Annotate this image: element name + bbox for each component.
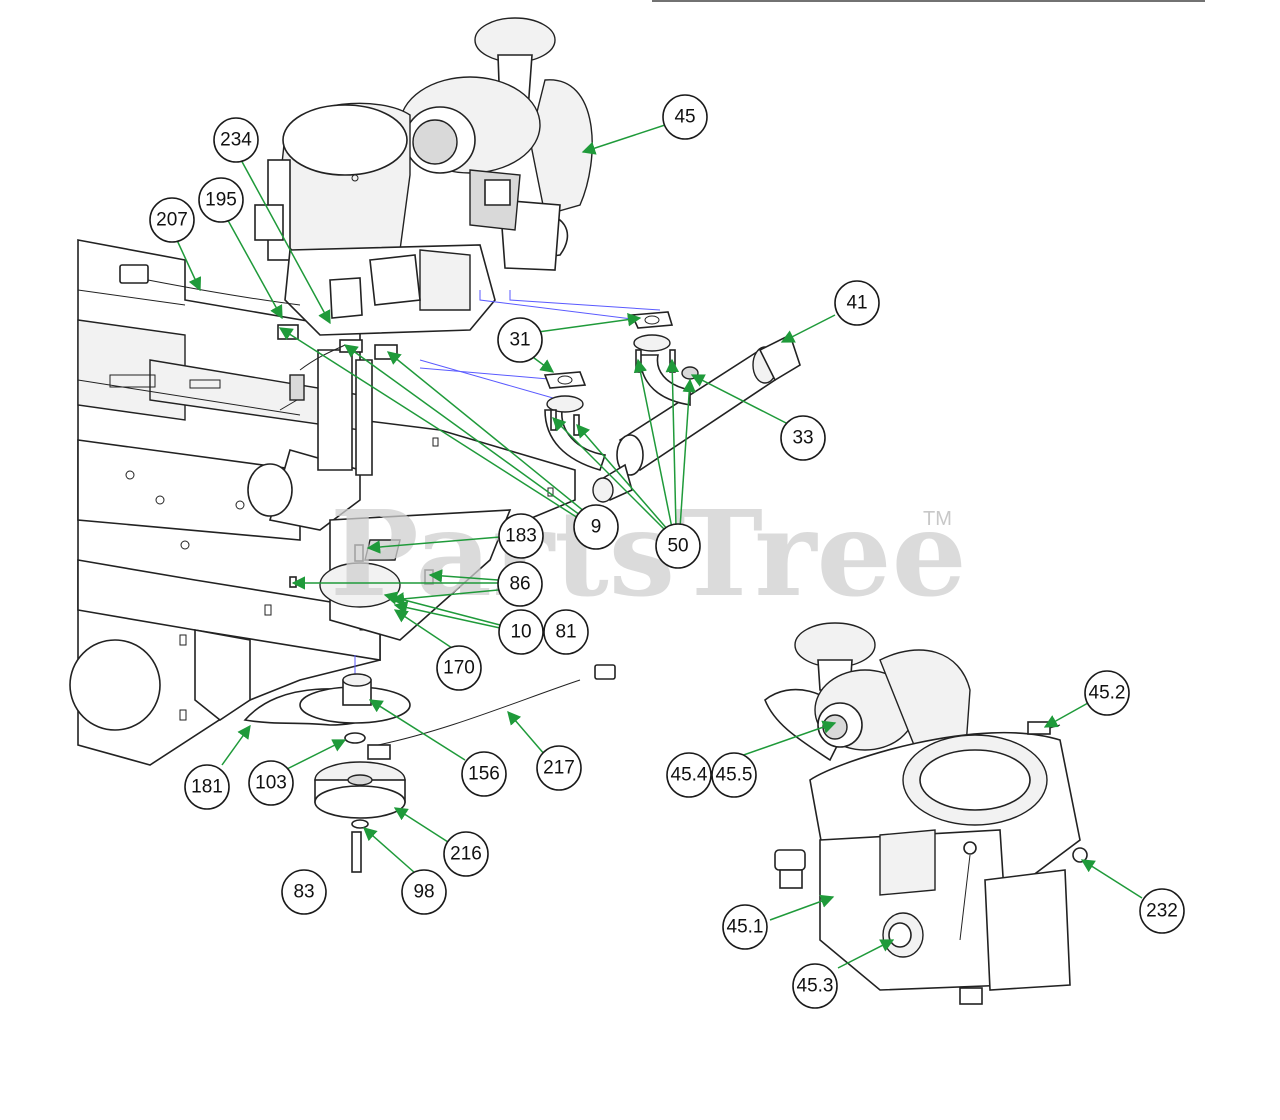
leader-86b	[428, 569, 499, 583]
callout-45-2: 45.2	[1084, 670, 1130, 716]
svg-text:216: 216	[450, 844, 482, 865]
svg-text:45.4: 45.4	[671, 765, 708, 786]
callout-195: 195	[198, 177, 244, 223]
leader-170	[393, 609, 456, 651]
svg-text:83: 83	[293, 882, 314, 903]
svg-text:232: 232	[1146, 901, 1178, 922]
svg-text:45.1: 45.1	[727, 917, 764, 938]
leader-10b	[393, 601, 501, 629]
callout-234: 234	[213, 117, 259, 163]
callout-216: 216	[443, 831, 489, 877]
leader-31a	[537, 312, 642, 333]
leader-195	[224, 214, 283, 320]
svg-text:45.3: 45.3	[797, 976, 834, 997]
leader-234	[239, 157, 331, 325]
leader-45-3	[837, 939, 895, 969]
svg-text:195: 195	[205, 190, 237, 211]
leader-183	[366, 536, 501, 554]
leader-50e	[679, 378, 696, 529]
callout-45-4: 45.4	[666, 752, 712, 798]
svg-text:10: 10	[510, 622, 531, 643]
callout-207: 207	[149, 197, 195, 243]
svg-text:234: 234	[220, 130, 252, 151]
engine-detail	[764, 622, 1088, 1005]
svg-text:86: 86	[509, 574, 530, 595]
svg-text:9: 9	[591, 517, 602, 538]
leader-9b	[343, 344, 581, 516]
svg-text:181: 181	[191, 777, 223, 798]
leader-98	[362, 827, 416, 874]
leader-216	[393, 807, 449, 843]
callout-232: 232	[1139, 888, 1185, 934]
pulley-clutch-stack	[243, 664, 616, 873]
svg-text:41: 41	[846, 293, 867, 314]
svg-text:45.5: 45.5	[716, 765, 753, 786]
leader-207	[175, 237, 202, 292]
callout-217: 217	[536, 745, 582, 791]
callout-9: 9	[573, 504, 619, 550]
svg-text:81: 81	[555, 622, 576, 643]
leader-156	[368, 699, 466, 761]
callouts: 45 234 195 207 41 31 33 9 50 183 86 10 8…	[149, 94, 1185, 1009]
alignment-lines	[354, 290, 661, 680]
svg-text:45.2: 45.2	[1089, 683, 1126, 704]
callout-98: 98	[401, 869, 447, 915]
leader-lines	[175, 124, 1143, 969]
callout-170: 170	[436, 645, 482, 691]
callout-181: 181	[184, 764, 230, 810]
throttle-cable	[119, 264, 346, 411]
callout-50: 50	[655, 523, 701, 569]
leader-50a	[552, 417, 666, 531]
leader-103	[284, 739, 347, 771]
callout-33: 33	[780, 415, 826, 461]
leader-9a	[278, 327, 579, 519]
svg-text:217: 217	[543, 758, 575, 779]
callout-83: 83	[281, 869, 327, 915]
leader-45	[581, 124, 666, 155]
leader-232	[1080, 859, 1143, 899]
callout-31: 31	[497, 317, 543, 363]
leader-81	[390, 589, 499, 606]
svg-text:156: 156	[468, 764, 500, 785]
watermark-trademark: TM	[923, 508, 952, 530]
chassis-frame	[69, 239, 576, 766]
watermark-text: PartsTree	[330, 484, 967, 623]
svg-text:207: 207	[156, 210, 188, 231]
svg-text:183: 183	[505, 526, 537, 547]
leader-50b	[576, 423, 669, 531]
callout-156: 156	[461, 751, 507, 797]
leader-181	[221, 724, 251, 766]
leader-50c	[633, 358, 673, 529]
callout-45-3: 45.3	[792, 963, 838, 1009]
callout-45: 45	[662, 94, 708, 140]
svg-text:31: 31	[509, 330, 530, 351]
leader-45-2	[1043, 702, 1089, 728]
callout-10: 10	[498, 609, 544, 655]
callout-45-5: 45.5	[711, 752, 757, 798]
leader-50d	[665, 358, 680, 529]
leader-41	[780, 314, 836, 343]
callout-41: 41	[834, 280, 880, 326]
leader-33	[690, 374, 791, 426]
svg-text:50: 50	[667, 536, 688, 557]
leader-9c	[386, 351, 586, 513]
callout-183: 183	[498, 513, 544, 559]
callout-103: 103	[248, 760, 294, 806]
svg-text:33: 33	[792, 428, 813, 449]
leader-45-1	[769, 894, 835, 921]
callout-81: 81	[543, 609, 589, 655]
leader-217	[507, 710, 546, 756]
svg-text:45: 45	[674, 107, 695, 128]
svg-text:170: 170	[443, 658, 475, 679]
svg-text:98: 98	[413, 882, 434, 903]
callout-45-1: 45.1	[722, 904, 768, 950]
callout-86: 86	[497, 561, 543, 607]
svg-text:103: 103	[255, 773, 287, 794]
